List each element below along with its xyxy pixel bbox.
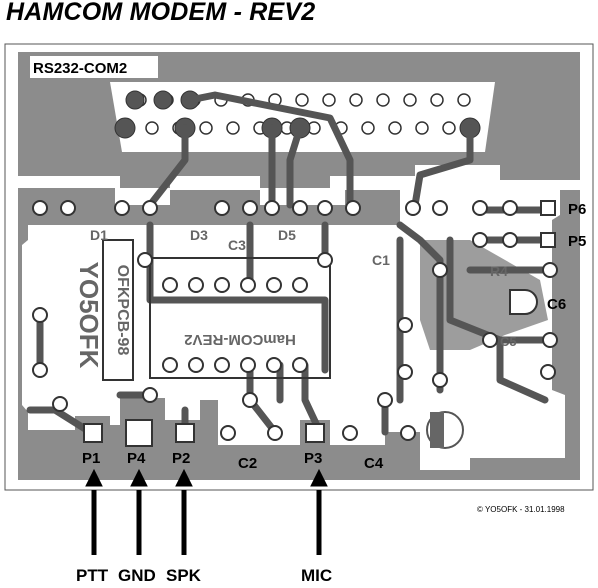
label-gnd: GND [118, 566, 156, 585]
pad-label-p2: P2 [172, 450, 191, 467]
diagram-title: HAMCOM MODEM - REV2 [6, 0, 316, 26]
component-labels-dark: C6 C5 C2 C4 P6 P5 [238, 201, 586, 472]
label-c5: C5 [500, 334, 517, 349]
label-c6: C6 [547, 296, 566, 313]
arrow-spk [175, 468, 193, 487]
copper-bottom [18, 398, 580, 480]
pin-arrows [85, 468, 328, 555]
capacitor-c6 [509, 289, 538, 315]
component-row-pads [32, 200, 361, 216]
label-c3: C3 [228, 237, 246, 253]
copyright-note: © YO5OFK - 31.01.1998 [477, 505, 565, 514]
rs232-label-bg [30, 56, 158, 78]
label-d1: D1 [90, 227, 108, 243]
label-c4: C4 [364, 455, 384, 472]
right-pads [397, 200, 558, 388]
arrow-gnd [130, 468, 148, 487]
bottom-pads [52, 387, 416, 447]
label-mic: MIC [301, 566, 333, 585]
pcb-code-text: OFKPCB-98 [114, 265, 131, 356]
label-d3: D3 [190, 227, 208, 243]
pad-label-p4: P4 [127, 450, 146, 467]
pad-label-p3: P3 [304, 450, 323, 467]
arrow-mic [310, 468, 328, 487]
label-ptt: PTT [76, 566, 109, 585]
arrow-ptt [85, 468, 103, 487]
label-p6: P6 [568, 201, 586, 218]
label-d5: D5 [278, 227, 296, 243]
copper-right [470, 190, 580, 470]
copper-middle [18, 188, 400, 225]
board-name-text: HamCOM-REV2 [184, 331, 296, 348]
connector-label: RS232-COM2 [33, 60, 128, 77]
component-labels: D1 D3 C3 D5 C1 R4 [90, 227, 508, 279]
ic-pads [32, 252, 333, 378]
ic-outline [149, 257, 331, 379]
pcb-code-frame [102, 239, 134, 381]
callsign-text: YO5OFK [74, 262, 104, 369]
label-r4: R4 [490, 263, 508, 279]
pad-label-p1: P1 [82, 450, 101, 467]
label-c2: C2 [238, 455, 257, 472]
label-c1: C1 [372, 252, 390, 268]
capacitor-c4 [426, 411, 464, 449]
label-p5: P5 [568, 233, 586, 250]
label-spk: SPK [166, 566, 201, 585]
